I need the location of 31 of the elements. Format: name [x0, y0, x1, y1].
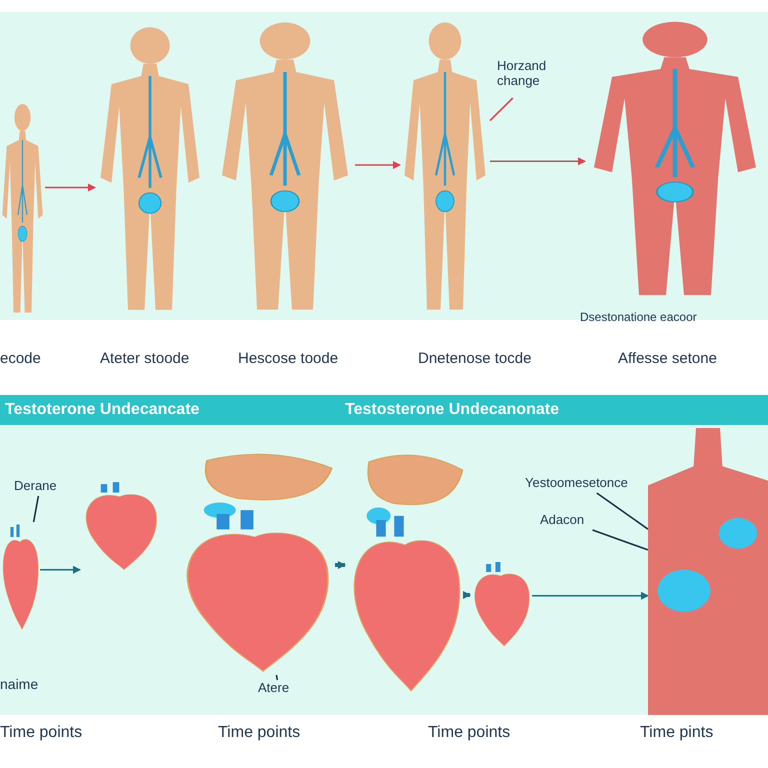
- time-label: Time points: [218, 724, 300, 742]
- muscle-torso-drawing: [648, 428, 768, 715]
- leader-line: [592, 529, 648, 551]
- arrow: [40, 566, 81, 574]
- callout-label: Adacon: [540, 512, 595, 527]
- stage-caption: Affesse setone: [618, 350, 717, 367]
- banner-title: Testosterone Undecanonate: [345, 401, 559, 419]
- callout-label: Derane: [14, 478, 66, 493]
- stage-caption: Dsestonatione eacoor: [580, 310, 697, 324]
- leader-line: [276, 674, 278, 680]
- stage-caption: Ateter stoode: [100, 350, 190, 367]
- stage-caption: Dnetenose tocde: [418, 350, 532, 367]
- leader-line: [32, 496, 40, 522]
- stage-caption: ecode: [0, 350, 41, 367]
- banner-title: Testoterone Undecancate: [5, 401, 200, 419]
- leader-line: [489, 97, 514, 122]
- arrow: [45, 184, 96, 192]
- arrow: [490, 157, 586, 166]
- leader-line: [596, 492, 648, 530]
- arrow: [532, 592, 649, 600]
- callout-label: Horzand change: [497, 58, 569, 88]
- arrow: [335, 561, 346, 569]
- stage-caption: Hescose toode: [238, 350, 338, 367]
- arrow: [463, 591, 471, 599]
- callout-label: Atere: [258, 680, 300, 695]
- time-label: Time points: [0, 724, 82, 742]
- callout-label: naime: [0, 676, 38, 692]
- time-label: Time pints: [640, 724, 714, 742]
- callout-label: Yestoomesetonce: [525, 475, 643, 490]
- time-label: Time points: [428, 724, 510, 742]
- arrow: [355, 161, 401, 169]
